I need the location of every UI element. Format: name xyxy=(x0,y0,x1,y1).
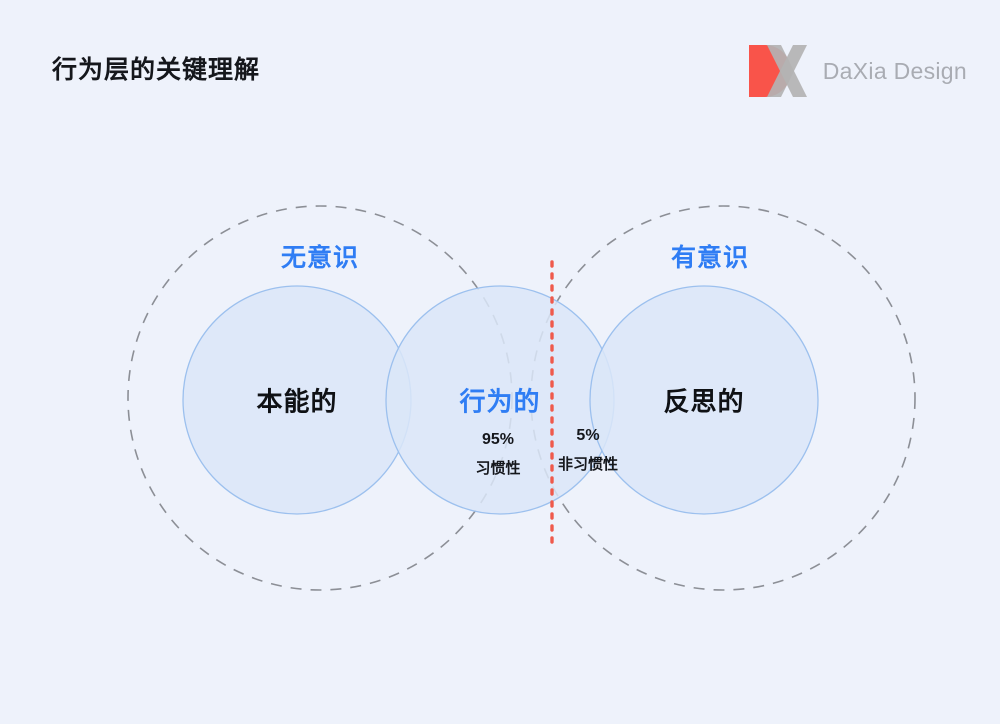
brand-logo: DaXia Design xyxy=(745,43,967,99)
circle-label-behavioral: 行为的 xyxy=(459,386,541,417)
circle-label-visceral: 本能的 xyxy=(256,386,338,417)
stat-non-habitual: 5% 非习惯性 xyxy=(557,427,619,473)
dx-monogram-icon xyxy=(745,43,811,99)
page-title: 行为层的关键理解 xyxy=(52,56,261,84)
zone-label-unconscious: 无意识 xyxy=(280,244,360,272)
circle-reflective xyxy=(589,285,819,515)
stat-habitual: 95% 习惯性 xyxy=(475,431,521,477)
stat-habitual-label: 习惯性 xyxy=(475,460,521,477)
stat-non-habitual-percent: 5% xyxy=(576,427,600,444)
brand-logo-text: DaXia Design xyxy=(822,57,967,84)
stat-habitual-percent: 95% xyxy=(481,431,515,448)
circle-label-reflective: 反思的 xyxy=(663,386,745,417)
zone-label-conscious: 有意识 xyxy=(670,244,750,272)
stat-non-habitual-label: 非习惯性 xyxy=(557,456,619,473)
